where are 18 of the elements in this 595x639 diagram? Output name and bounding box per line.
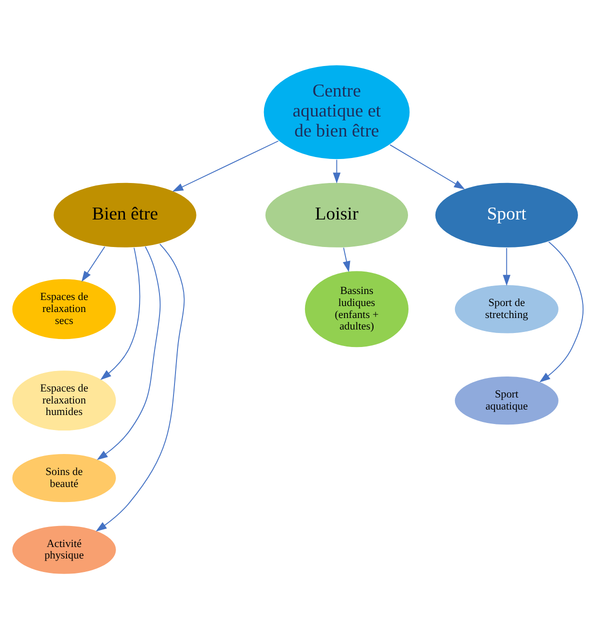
arrow [502, 248, 510, 286]
node-ellipse: Bassins ludiques (enfants + adultes) [304, 270, 410, 348]
arrow [172, 140, 279, 192]
arrow [539, 241, 584, 382]
node-ellipse: Soins de beauté [11, 453, 117, 504]
node-ellipse: Loisir [264, 182, 409, 248]
arrow [100, 247, 140, 380]
node-ellipse: Centre aquatique et de bien être [262, 64, 411, 160]
arrow [96, 244, 185, 532]
arrow [342, 247, 350, 272]
arrow [96, 246, 161, 460]
arrow [82, 246, 106, 282]
node-ellipse: Sport de stretching [454, 284, 560, 334]
node-ellipse: Espaces de relaxation secs [11, 278, 117, 340]
node-ellipse: Activité physique [11, 524, 117, 575]
arrow [332, 159, 341, 184]
node-ellipse: Sport aquatique [454, 376, 560, 426]
arrow [390, 144, 465, 190]
